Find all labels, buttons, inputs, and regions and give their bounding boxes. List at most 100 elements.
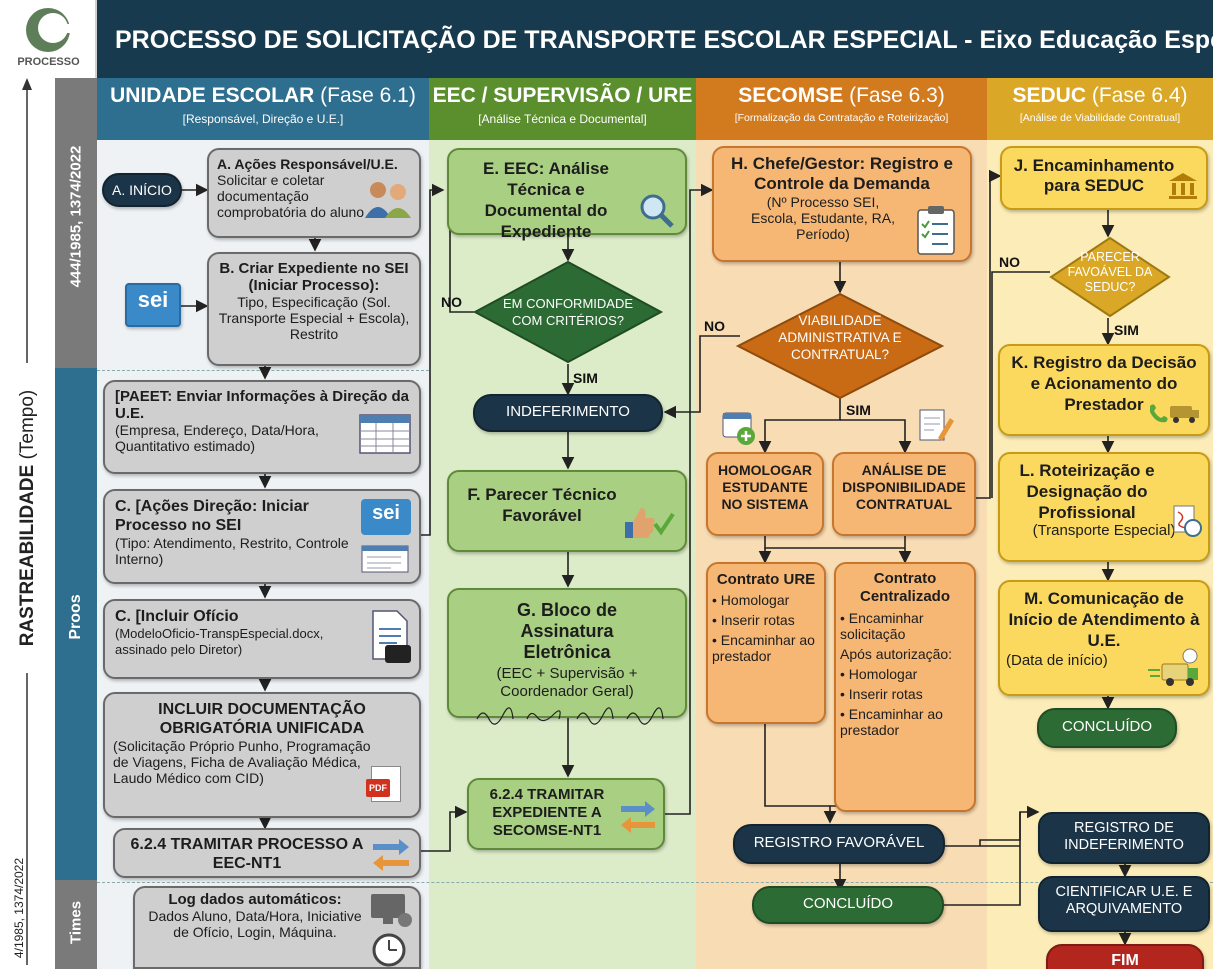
signatures-icon [476, 707, 664, 725]
side-band-1: 444/1985, 1374/2022 [55, 78, 97, 368]
step-b-box: B. Criar Expediente no SEI (Iniciar Proc… [207, 252, 421, 366]
step-m-title: M. Comunicação de Início de Atendimento … [1008, 589, 1200, 650]
contrato-ure-box: Contrato URE • Homologar • Inserir rotas… [706, 562, 826, 724]
decision-conformidade-label: EM CONFORMIDADE COM CRITÉRIOS? [503, 296, 633, 328]
registro-indeferimento-node: REGISTRO DE INDEFERIMENTO [1038, 812, 1210, 864]
arrow [840, 419, 912, 454]
tramitar-secomse-box: 6.2.4 TRAMITAR EXPEDIENTE A SECOMSE-NT1 [467, 778, 665, 850]
log-text: Dados Aluno, Data/Hora, Iniciative de Of… [148, 908, 362, 940]
logo-text: PROCESSO [17, 56, 80, 68]
step-c1-box: C. [Ações Direção: Iniciar Processo no S… [103, 489, 421, 584]
arrow [943, 812, 1021, 906]
step-k-title: K. Registro da Decisão e Acionamento do … [1011, 353, 1197, 414]
step-g-text: (EEC + Supervisão + Coordenador Geral) [496, 665, 638, 700]
lane-secomse-phase: (Fase 6.3) [849, 84, 945, 107]
browser-add-icon [722, 412, 755, 445]
contrato-centralizado-title: Contrato Centralizado [859, 570, 950, 605]
people-icon [365, 182, 411, 218]
registro-favoravel-node: REGISTRO FAVORÁVEL [733, 824, 945, 864]
magnifier-icon [640, 194, 674, 228]
label-no: NO [999, 254, 1020, 270]
contrato-ure-title: Contrato URE [716, 571, 816, 588]
clipboard-checklist-icon [917, 206, 955, 255]
paeet-text: (Empresa, Endereço, Data/Hora, Quantitat… [115, 422, 319, 454]
form-icon [361, 545, 409, 573]
arrow [975, 169, 1002, 499]
step-f-box: F. Parecer Técnico Favorável [447, 470, 687, 552]
dashed-separator [97, 882, 1213, 883]
step-k-box: K. Registro da Decisão e Acionamento do … [998, 344, 1210, 436]
list-item: • Encaminhar ao prestador [840, 706, 943, 738]
sei-logo-2: sei [361, 499, 411, 535]
route-clock-icon [1173, 505, 1202, 537]
step-l-text: (Transporte Especial) [1032, 522, 1176, 539]
paeet-title: [PAEET: Enviar Informações à Direção da … [115, 388, 409, 422]
step-a-text: Solicitar e coletar documentação comprob… [217, 172, 365, 220]
arrow [663, 335, 740, 419]
lane-eec-sub: [Análise Técnica e Documental] [478, 112, 647, 126]
apos-autorizacao-label: Após autorização: [840, 646, 953, 662]
transfer-arrows-icon [621, 801, 655, 833]
step-f-title: F. Parecer Técnico Favorável [467, 485, 617, 525]
step-e-box: E. EEC: Análise Técnica e Documental do … [447, 148, 687, 241]
list-item: • Encaminhar ao prestador [712, 632, 815, 664]
lane-ue-title: UNIDADE ESCOLAR [110, 84, 315, 107]
arrow [449, 195, 474, 313]
list-item: • Encaminhar solicitação [840, 610, 924, 642]
contrato-centralizado-list-2: • Homologar • Inserir rotas • Encaminhar… [840, 666, 970, 738]
step-b-text: Tipo, Especificação (Sol. Transporte Esp… [218, 294, 410, 342]
contrato-ure-list: • Homologar • Inserir rotas • Encaminhar… [712, 592, 820, 664]
delivery-van-icon [1148, 648, 1198, 686]
contrato-centralizado-box: Contrato Centralizado • Encaminhar solic… [834, 562, 976, 812]
step-c2-text: (ModeloOficio-TranspEspecial.docx, assin… [115, 626, 324, 657]
arrow [979, 805, 1040, 846]
logo-mark [26, 8, 78, 52]
arrow [991, 271, 1050, 498]
list-item: • Inserir rotas [840, 686, 923, 702]
sei-logo-1: sei [125, 283, 181, 327]
label-no: NO [704, 318, 725, 334]
tramitar-eec-label: 6.2.4 TRAMITAR PROCESSO A EEC-NT1 [130, 836, 364, 872]
label-sim: SIM [573, 370, 598, 386]
step-c1-text: (Tipo: Atendimento, Restrito, Controle I… [115, 535, 349, 567]
arrow [420, 183, 445, 536]
log-title: Log dados automáticos: [168, 891, 342, 908]
pdf-icon: PDF [366, 766, 401, 802]
lane-seduc-sub: [Análise de Viabilidade Contratual] [1019, 112, 1181, 124]
side-axis: RASTREABILIDADE (Tempo) [0, 78, 55, 969]
step-j-box: J. Encaminhamento para SEDUC [1000, 146, 1208, 210]
doc-unified-box: INCLUIR DOCUMENTAÇÃO OBRIGATÓRIA UNIFICA… [103, 692, 421, 818]
lane-header-eec: EEC / SUPERVISÃO / URE [Análise Técnica … [429, 78, 696, 140]
tramitar-secomse-label: 6.2.4 TRAMITAR EXPEDIENTE A SECOMSE-NT1 [489, 786, 605, 839]
lane-seduc-title: SEDUC [1012, 84, 1086, 107]
thumbs-up-check-icon [625, 508, 675, 538]
logo: PROCESSO [0, 0, 97, 78]
step-a-title: A. Ações Responsável/U.E. [217, 156, 398, 172]
lane-secomse-sub: [Formalização da Contratação e Roteiriza… [734, 112, 949, 124]
document-printer-icon [372, 610, 411, 663]
step-g-box: G. Bloco de Assinatura Eletrônica (EEC +… [447, 588, 687, 725]
decision-viabilidade [735, 292, 945, 400]
step-h-text: (Nº Processo SEI, Escola, Estudante, RA,… [751, 194, 895, 242]
label-sim: SIM [1114, 322, 1139, 338]
decision-parecer [1049, 236, 1171, 318]
concluido-seduc-node: CONCLUÍDO [1037, 708, 1177, 748]
pdf-icon-label: PDF [366, 779, 390, 797]
side-band-2: Proos [55, 368, 97, 880]
document-pen-icon [919, 409, 954, 441]
homologar-box: HOMOLOGAR ESTUDANTE NO SISTEMA [706, 452, 824, 536]
decision-parecer-label: PARECER FAVOÁVEL DA SEDUC? [1067, 250, 1153, 294]
lane-header-seduc: SEDUC (Fase 6.4) [Análise de Viabilidade… [987, 78, 1213, 140]
analise-box: ANÁLISE DE DISPONIBILIDADE CONTRATUAL [832, 452, 976, 536]
table-icon [359, 414, 411, 454]
list-item: • Homologar [712, 592, 790, 608]
decision-viabilidade-label: VIABILIDADE ADMINISTRATIVA E CONTRATUAL? [778, 313, 902, 362]
bank-icon [1169, 173, 1197, 199]
arrow [764, 536, 905, 549]
tramitar-eec-box: 6.2.4 TRAMITAR PROCESSO A EEC-NT1 [113, 828, 421, 878]
step-l-title: L. Roteirização e Designação do Profissi… [1019, 461, 1155, 522]
step-c1-title: C. [Ações Direção: Iniciar Processo no S… [115, 498, 309, 534]
step-b-title: B. Criar Expediente no SEI (Iniciar Proc… [219, 260, 409, 294]
